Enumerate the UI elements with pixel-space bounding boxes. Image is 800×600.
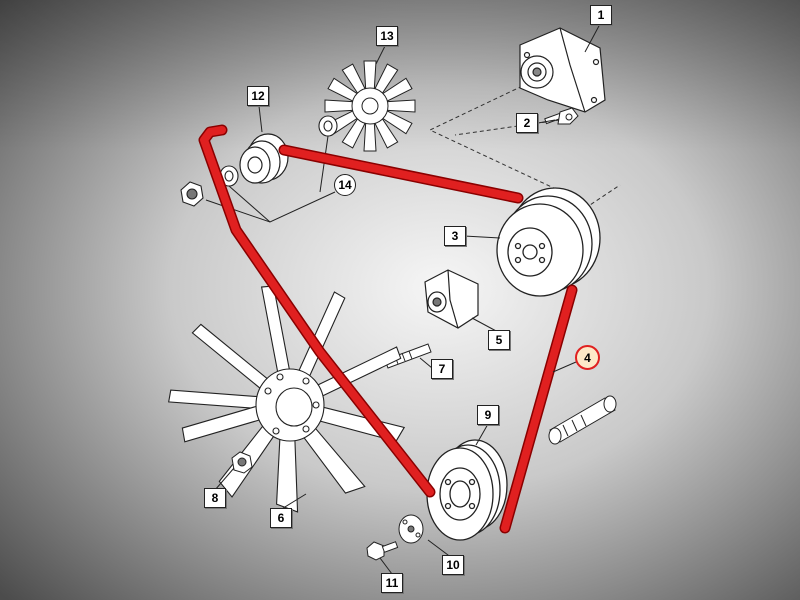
callout-8[interactable]: 8 (204, 488, 226, 508)
part-1-pump-housing (519, 27, 606, 113)
callout-1[interactable]: 1 (590, 5, 612, 25)
part-12-idler-pulley (239, 133, 289, 184)
callout-12[interactable]: 12 (247, 86, 269, 106)
part-9-crank-pulley (426, 439, 508, 541)
callout-3[interactable]: 3 (444, 226, 466, 246)
callout-9[interactable]: 9 (477, 405, 499, 425)
part-5-spacer (424, 269, 479, 329)
callout-7[interactable]: 7 (431, 359, 453, 379)
callout-4-selected[interactable]: 4 (575, 345, 600, 370)
part-13-small-fan (324, 60, 416, 152)
part-10-washer (398, 514, 424, 544)
callout-10[interactable]: 10 (442, 555, 464, 575)
part-3-pulley (496, 187, 601, 297)
callout-6[interactable]: 6 (270, 508, 292, 528)
callout-2[interactable]: 2 (516, 113, 538, 133)
callout-5[interactable]: 5 (488, 330, 510, 350)
part-4-belt (198, 124, 578, 534)
callout-14[interactable]: 14 (334, 174, 356, 196)
callout-leaders (214, 23, 601, 575)
part-11-bolt (366, 541, 399, 561)
part-8-nut (231, 451, 253, 474)
callout-13[interactable]: 13 (376, 26, 398, 46)
callout-11[interactable]: 11 (381, 573, 403, 593)
shaft-part (548, 395, 617, 445)
